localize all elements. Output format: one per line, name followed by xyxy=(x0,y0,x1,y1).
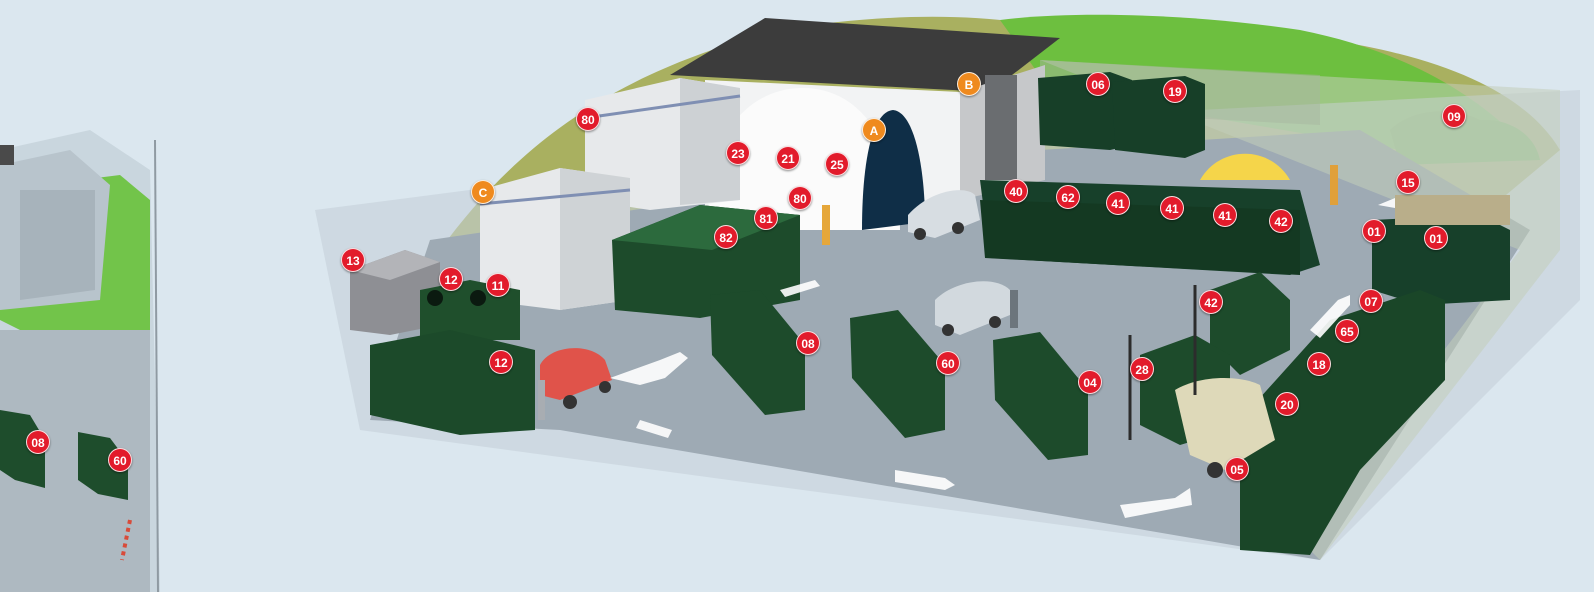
marker-05[interactable]: 05 xyxy=(1225,457,1249,481)
marker-41-a[interactable]: 41 xyxy=(1106,191,1130,215)
left-building-shade xyxy=(20,190,95,300)
marker-08[interactable]: 08 xyxy=(796,331,820,355)
marker-09[interactable]: 09 xyxy=(1442,104,1466,128)
marker-18[interactable]: 18 xyxy=(1307,352,1331,376)
marker-04[interactable]: 04 xyxy=(1078,370,1102,394)
marker-01-a[interactable]: 01 xyxy=(1362,219,1386,243)
marker-B[interactable]: B xyxy=(957,72,981,96)
marker-25[interactable]: 25 xyxy=(825,152,849,176)
marker-A[interactable]: A xyxy=(862,118,886,142)
marker-42-a[interactable]: 42 xyxy=(1269,209,1293,233)
marker-41-b[interactable]: 41 xyxy=(1160,196,1184,220)
container-12-large xyxy=(370,330,535,435)
marker-23[interactable]: 23 xyxy=(726,141,750,165)
marker-08-left[interactable]: 08 xyxy=(26,430,50,454)
marker-42-b[interactable]: 42 xyxy=(1199,290,1223,314)
igloo-hole-1 xyxy=(427,290,443,306)
person-2 xyxy=(1010,290,1018,328)
person-4 xyxy=(1330,165,1338,205)
marker-41-c[interactable]: 41 xyxy=(1213,203,1237,227)
marker-81[interactable]: 81 xyxy=(754,206,778,230)
marker-19[interactable]: 19 xyxy=(1163,79,1187,103)
marker-07[interactable]: 07 xyxy=(1359,289,1383,313)
marker-62[interactable]: 62 xyxy=(1056,185,1080,209)
container-19 xyxy=(1112,76,1205,158)
marker-28[interactable]: 28 xyxy=(1130,357,1154,381)
marker-82[interactable]: 82 xyxy=(714,225,738,249)
small-stall xyxy=(1395,195,1510,225)
marker-13[interactable]: 13 xyxy=(341,248,365,272)
marker-C[interactable]: C xyxy=(471,180,495,204)
marker-11[interactable]: 11 xyxy=(486,273,510,297)
person-1 xyxy=(822,205,830,245)
marker-65[interactable]: 65 xyxy=(1335,319,1359,343)
hangar-side-door xyxy=(985,75,1017,180)
person-3 xyxy=(538,380,545,420)
marker-01-b[interactable]: 01 xyxy=(1424,226,1448,250)
left-partial-scene xyxy=(0,130,160,592)
marker-40[interactable]: 40 xyxy=(1004,179,1028,203)
marker-12-b[interactable]: 12 xyxy=(489,350,513,374)
marker-12-a[interactable]: 12 xyxy=(439,267,463,291)
marker-15[interactable]: 15 xyxy=(1396,170,1420,194)
marker-80-mid[interactable]: 80 xyxy=(788,186,812,210)
igloo-hole-2 xyxy=(470,290,486,306)
left-building-roof xyxy=(0,145,14,165)
marker-20[interactable]: 20 xyxy=(1275,392,1299,416)
marker-80-top[interactable]: 80 xyxy=(576,107,600,131)
marker-21[interactable]: 21 xyxy=(776,146,800,170)
marker-06[interactable]: 06 xyxy=(1086,72,1110,96)
marker-60[interactable]: 60 xyxy=(936,351,960,375)
marker-60-left[interactable]: 60 xyxy=(108,448,132,472)
